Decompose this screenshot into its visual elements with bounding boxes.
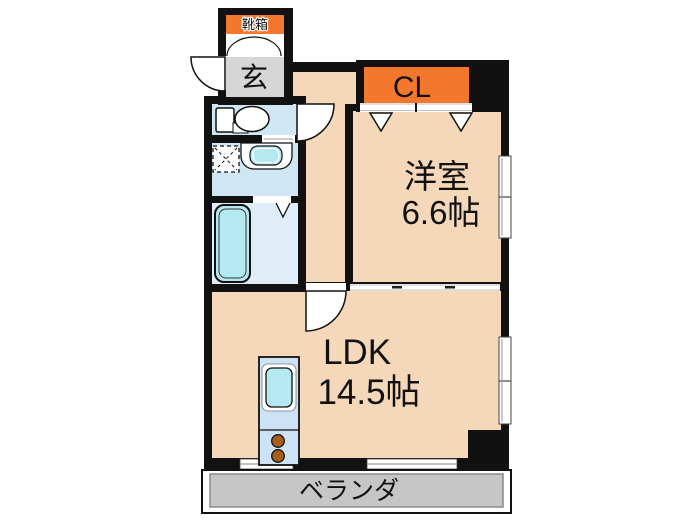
washbasin-icon xyxy=(240,142,293,170)
ldk-size: 14.5帖 xyxy=(317,373,420,412)
toilet-icon xyxy=(215,105,270,134)
kitchen-sink xyxy=(265,367,293,408)
western-room-floor xyxy=(353,111,501,284)
western-room-window xyxy=(498,155,512,239)
shoe-box-label: 靴箱 xyxy=(242,17,268,32)
stove-burner-1 xyxy=(271,434,285,448)
entrance-floor xyxy=(226,57,284,97)
ldk-doorway xyxy=(306,283,346,292)
closet-fill xyxy=(364,67,469,103)
bathtub-icon xyxy=(214,204,251,283)
room-divider-sliding-door xyxy=(350,284,500,291)
ldk-door-arc xyxy=(305,290,347,332)
entrance-block xyxy=(218,8,293,105)
balcony-label: ベランダ xyxy=(299,477,399,505)
closet-label: CL xyxy=(393,71,431,104)
shoe-box-door-arc-right xyxy=(253,36,282,57)
kitchen-counter-icon xyxy=(258,356,300,466)
ldk-side-window xyxy=(498,336,512,425)
bathroom-door xyxy=(253,196,291,203)
shoe-box xyxy=(226,15,284,34)
western-room-size: 6.6帖 xyxy=(402,194,481,231)
washing-machine-pan-icon xyxy=(212,145,240,173)
closet-cl xyxy=(356,60,476,112)
front-door-arc xyxy=(190,56,226,92)
stove-burner-2 xyxy=(271,449,285,463)
shoe-box-door-arc-left xyxy=(226,36,255,57)
hallway-top-wall xyxy=(293,62,356,72)
entrance-label: 玄 xyxy=(240,62,268,93)
bath-folding-door xyxy=(275,202,291,219)
ldk-label: LDK xyxy=(323,333,391,372)
balcony-floor xyxy=(209,473,504,508)
closet-door-triangle-left xyxy=(368,112,394,133)
western-room-label: 洋室 xyxy=(404,158,470,195)
toilet-door-arc xyxy=(296,103,335,142)
corner-wall xyxy=(473,60,509,112)
ldk-room xyxy=(204,282,509,470)
balcony xyxy=(201,469,512,514)
western-room xyxy=(345,104,509,292)
closet-door-triangle-right xyxy=(448,112,474,133)
